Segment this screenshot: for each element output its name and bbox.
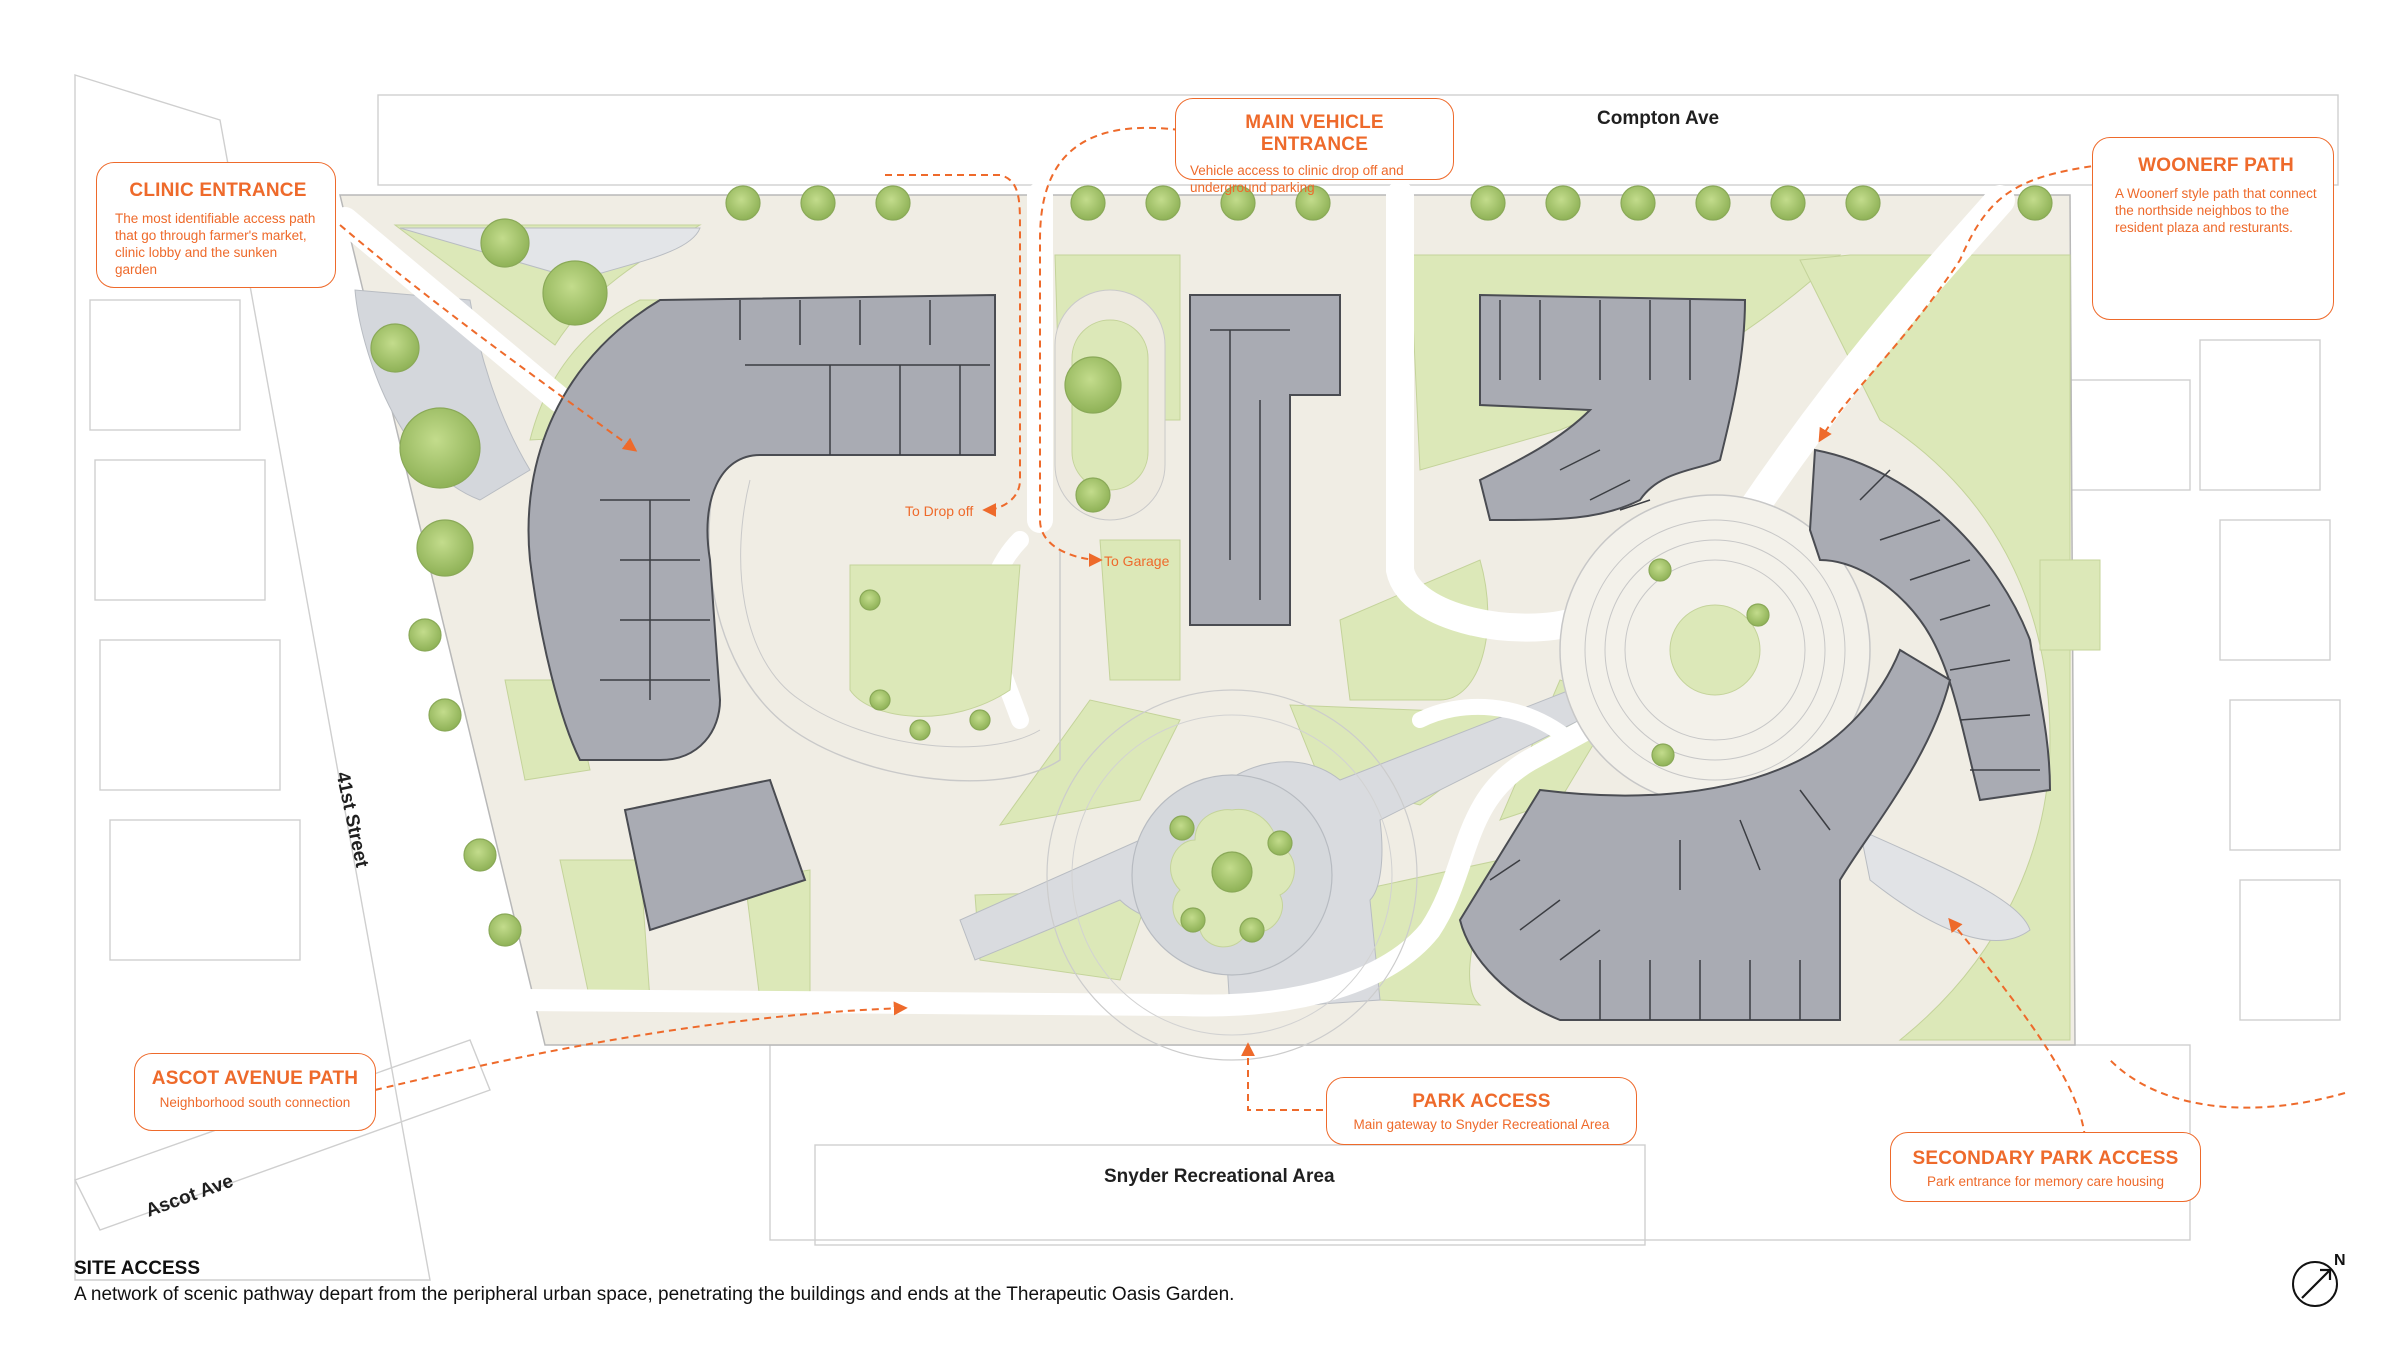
ascot-avenue-path-callout: ASCOT AVENUE PATH Neighborhood south con…	[134, 1053, 376, 1131]
central-building	[1189, 294, 1341, 626]
east-tail-route	[2109, 1059, 2346, 1109]
woonerf-path-callout: WOONERF PATH A Woonerf style path that c…	[2092, 137, 2334, 320]
woonerf-route	[1818, 162, 2116, 443]
access-routes	[339, 126, 2346, 1139]
north-arrow-icon	[2292, 1261, 2338, 1307]
buildings	[527, 293, 2052, 1021]
memory-care-south	[1458, 648, 1952, 1021]
to-garage-label: To Garage	[1104, 553, 1170, 569]
callout-title: ASCOT AVENUE PATH	[151, 1068, 359, 1089]
snyder-recreational-area-label: Snyder Recreational Area	[1104, 1166, 1335, 1187]
caption-title: SITE ACCESS	[74, 1258, 200, 1279]
callout-body: Vehicle access to clinic drop off and un…	[1190, 163, 1404, 195]
secondary-route	[1948, 917, 2086, 1139]
callout-title: MAIN VEHICLE ENTRANCE	[1245, 112, 1384, 155]
callout-body: Neighborhood south connection	[159, 1095, 351, 1110]
clinic-annex	[623, 778, 807, 932]
callout-body: Main gateway to Snyder Recreational Area	[1353, 1117, 1610, 1132]
garage-route	[1039, 126, 1181, 567]
park-access-callout: PARK ACCESS Main gateway to Snyder Recre…	[1326, 1077, 1637, 1145]
callout-body: The most identifiable access path that g…	[115, 211, 316, 277]
compton-ave-label: Compton Ave	[1597, 108, 1720, 129]
to-drop-off-label: To Drop off	[905, 503, 974, 519]
north-residential	[1478, 293, 1747, 522]
north-label: N	[2334, 1252, 2346, 1269]
callout-title: CLINIC ENTRANCE	[129, 180, 307, 201]
callout-body: A Woonerf style path that connect the no…	[2115, 186, 2317, 235]
context-blocks	[74, 74, 2341, 1281]
secondary-park-access-callout: SECONDARY PARK ACCESS Park entrance for …	[1890, 1132, 2201, 1202]
callout-title: WOONERF PATH	[2138, 155, 2294, 176]
north-arrow: N	[2290, 1252, 2350, 1312]
callout-body: Park entrance for memory care housing	[1926, 1174, 2165, 1189]
caption-text: A network of scenic pathway depart from …	[74, 1284, 1235, 1305]
clinic-entrance-callout: CLINIC ENTRANCE The most identifiable ac…	[96, 162, 336, 288]
callout-title: SECONDARY PARK ACCESS	[1912, 1148, 2179, 1169]
callout-title: PARK ACCESS	[1412, 1091, 1551, 1112]
park-route	[1241, 1042, 1335, 1111]
building-interior	[600, 300, 2040, 1020]
resident-plaza-roundabout	[1559, 494, 1871, 806]
memory-care-east	[1808, 448, 2052, 802]
ascot-route	[374, 1001, 908, 1091]
drop-off-route	[885, 174, 1021, 517]
clinic-route	[339, 224, 638, 452]
main-vehicle-entrance-callout: MAIN VEHICLE ENTRANCE Vehicle access to …	[1175, 98, 1454, 195]
trees	[370, 185, 2053, 947]
clinic-building	[527, 293, 996, 761]
